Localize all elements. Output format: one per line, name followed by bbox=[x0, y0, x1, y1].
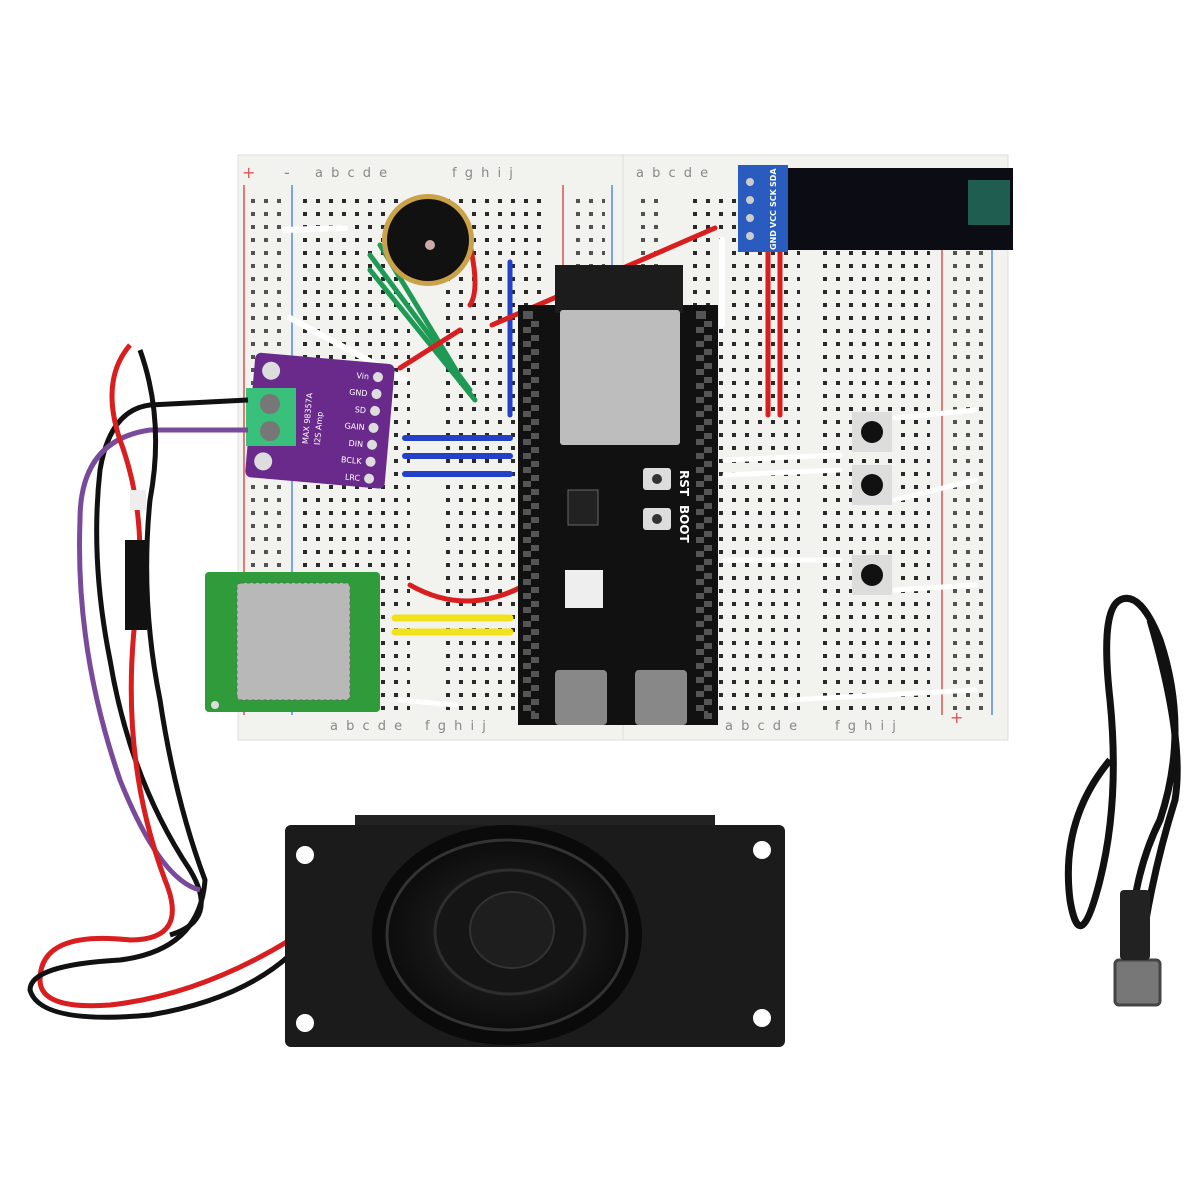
wire-white bbox=[892, 407, 978, 421]
amp-pin-gain: GAIN bbox=[344, 421, 365, 432]
reset-button-label: RST bbox=[677, 470, 691, 497]
column-labels-top-left: a b c d e bbox=[315, 166, 389, 181]
wire-white bbox=[722, 467, 843, 478]
wire-white bbox=[892, 582, 978, 593]
amp-pin-din: DIN bbox=[348, 439, 363, 449]
wire-white bbox=[397, 697, 458, 708]
wire-red bbox=[397, 327, 463, 371]
amp-sub-label: I2S Amp bbox=[313, 411, 325, 445]
speaker-cable bbox=[27, 343, 292, 1020]
amp-pin-bclk: BCLK bbox=[341, 455, 363, 466]
column-labels-bottom-right: f g h i j bbox=[835, 719, 898, 734]
column-labels-top-right: f g h i j bbox=[452, 166, 515, 181]
screw-terminal bbox=[246, 388, 296, 446]
push-button[interactable] bbox=[861, 421, 883, 443]
gps-module bbox=[205, 572, 380, 712]
wire-white bbox=[892, 477, 978, 503]
wire-green bbox=[367, 267, 478, 403]
amp-pin-sd: SD bbox=[354, 405, 366, 415]
wire-white bbox=[282, 225, 348, 233]
push-button[interactable] bbox=[861, 564, 883, 586]
oled-display: GND VCC SCK SDA bbox=[738, 165, 1013, 252]
rail-plus-label: + bbox=[950, 708, 963, 727]
usb-c-cable bbox=[1064, 595, 1181, 1007]
boot-button-label: BOOT bbox=[677, 505, 691, 544]
usb-c-port bbox=[555, 670, 607, 725]
wire-white bbox=[722, 452, 843, 463]
rail-plus-label: + bbox=[242, 163, 255, 182]
tactile-buttons bbox=[852, 412, 892, 595]
column-labels-top-left: a b c d e bbox=[636, 166, 710, 181]
i2s-microphone bbox=[382, 194, 474, 286]
oled-pin-vcc: VCC bbox=[769, 210, 778, 228]
amp-pin-lrc: LRC bbox=[345, 473, 361, 483]
rgb-led bbox=[565, 570, 603, 608]
oled-pin-sda: SDA bbox=[769, 168, 778, 187]
push-button[interactable] bbox=[861, 474, 883, 496]
rail-minus-label: - bbox=[284, 163, 290, 182]
max98357a-amplifier: MAX 98357A I2S Amp Vin GND SD GAIN DIN B… bbox=[245, 352, 395, 489]
oled-pin-sck: SCK bbox=[769, 188, 778, 207]
wire-white bbox=[787, 687, 978, 703]
column-labels-bottom-left: a b c d e bbox=[725, 719, 799, 734]
esp32-dev-board: RST BOOT bbox=[518, 265, 718, 725]
amp-pin-gnd: GND bbox=[349, 388, 368, 399]
usb-c-port bbox=[635, 670, 687, 725]
column-labels-bottom-left: a b c d e bbox=[330, 719, 404, 734]
speaker bbox=[285, 815, 785, 1047]
jumper-wires bbox=[282, 225, 978, 708]
amp-pin-vin: Vin bbox=[356, 371, 369, 381]
oled-pin-gnd: GND bbox=[769, 230, 778, 250]
column-labels-bottom-right: f g h i j bbox=[425, 719, 488, 734]
